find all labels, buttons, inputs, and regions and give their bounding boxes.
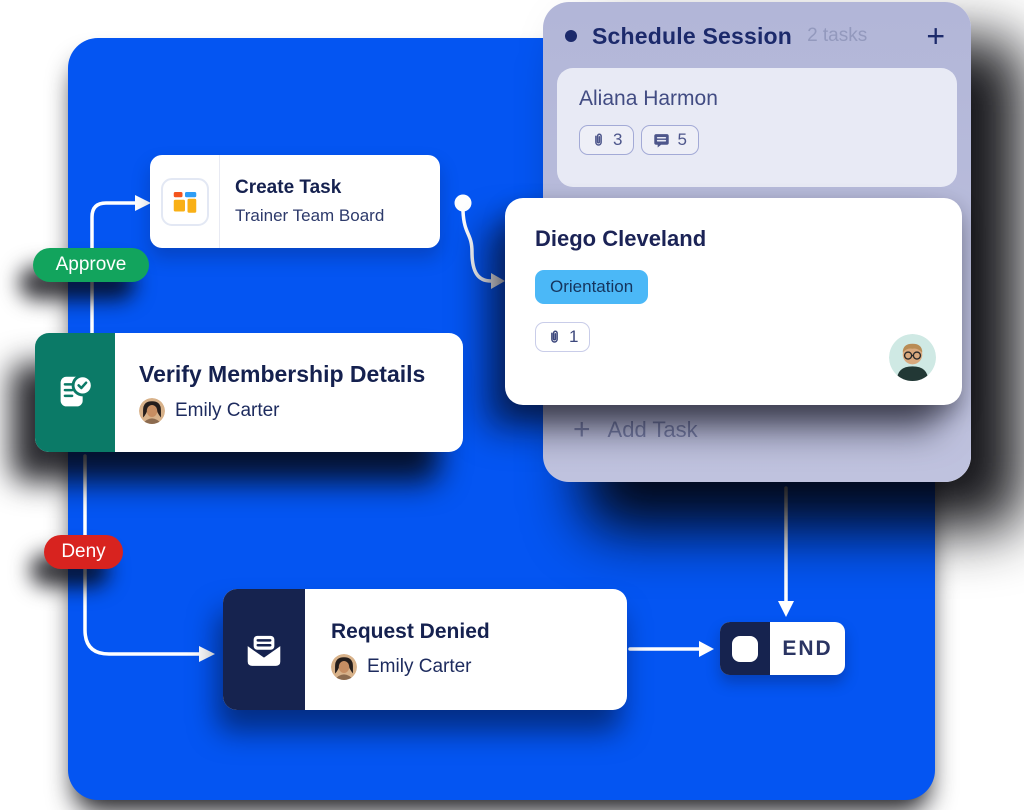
attachments-badge: 3 [579,125,635,155]
node-title: Request Denied [331,619,490,643]
column-task-count: 2 tasks [807,25,868,46]
add-task-button[interactable]: + Add Task [573,413,698,446]
node-create-task[interactable]: Create Task Trainer Team Board [150,155,440,248]
node-icon-cell [35,333,115,452]
assignee-name: Emily Carter [367,655,472,677]
avatar-emily-photo [331,653,357,680]
node-icon-cell [150,155,220,248]
node-subtitle: Trainer Team Board [235,206,385,225]
attachments-count: 1 [569,327,579,346]
avatar-emily-photo [139,398,165,424]
add-card-icon[interactable]: + [926,18,945,54]
node-text-cell: Request Denied Emily Carter [305,589,627,710]
node-title: Verify Membership Details [139,361,426,387]
node-text-cell: Create Task Trainer Team Board [220,155,440,248]
kanban-column: Schedule Session 2 tasks + Aliana Harmon… [505,2,971,482]
paperclip-icon [551,329,558,343]
badge-row: 3 5 [579,125,935,155]
task-card-title: Aliana Harmon [579,87,718,110]
node-icon-cell [720,622,770,675]
comments-count: 5 [677,130,687,149]
node-end[interactable]: END [720,622,845,675]
avatar [331,653,357,680]
avatar [139,398,165,424]
edge-label-approve: Approve [33,248,149,282]
paperclip-icon [595,132,602,146]
avatar [889,334,936,381]
node-title: Create Task [235,177,342,198]
stop-square-icon [732,635,758,662]
column-status-dot-icon [565,30,577,42]
node-request-denied[interactable]: Request Denied Emily Carter [223,589,627,710]
kanban-board-icon [160,177,209,226]
badge-row: 1 [535,322,932,352]
node-text-cell: END [770,622,845,675]
tag-chip: Orientation [535,270,649,304]
kanban-header: Schedule Session 2 tasks + [543,2,971,66]
assignee-row: Emily Carter [139,398,463,424]
add-task-label: Add Task [607,417,698,442]
plus-icon: + [573,413,591,446]
task-card-title: Diego Cleveland [535,226,707,251]
node-icon-cell [223,589,305,710]
membership-check-icon [60,373,94,406]
edge-label-deny: Deny [44,535,123,569]
assignee-name: Emily Carter [175,400,280,421]
attachments-badge: 1 [535,322,591,352]
node-verify-membership[interactable]: Verify Membership Details Emily Carter [35,333,463,452]
task-card-diego[interactable]: Diego Cleveland Orientation 1 [505,198,962,405]
avatar-diego-photo [889,334,936,381]
assignee-row: Emily Carter [331,653,627,680]
comments-badge: 5 [641,125,699,155]
attachments-count: 3 [613,130,623,149]
column-title: Schedule Session [592,22,793,49]
task-card-aliana[interactable]: Aliana Harmon 3 5 [557,68,957,187]
node-text-cell: Verify Membership Details Emily Carter [115,333,463,452]
end-label: END [782,636,833,660]
comment-icon [654,133,670,148]
mail-denied-icon [247,633,281,666]
